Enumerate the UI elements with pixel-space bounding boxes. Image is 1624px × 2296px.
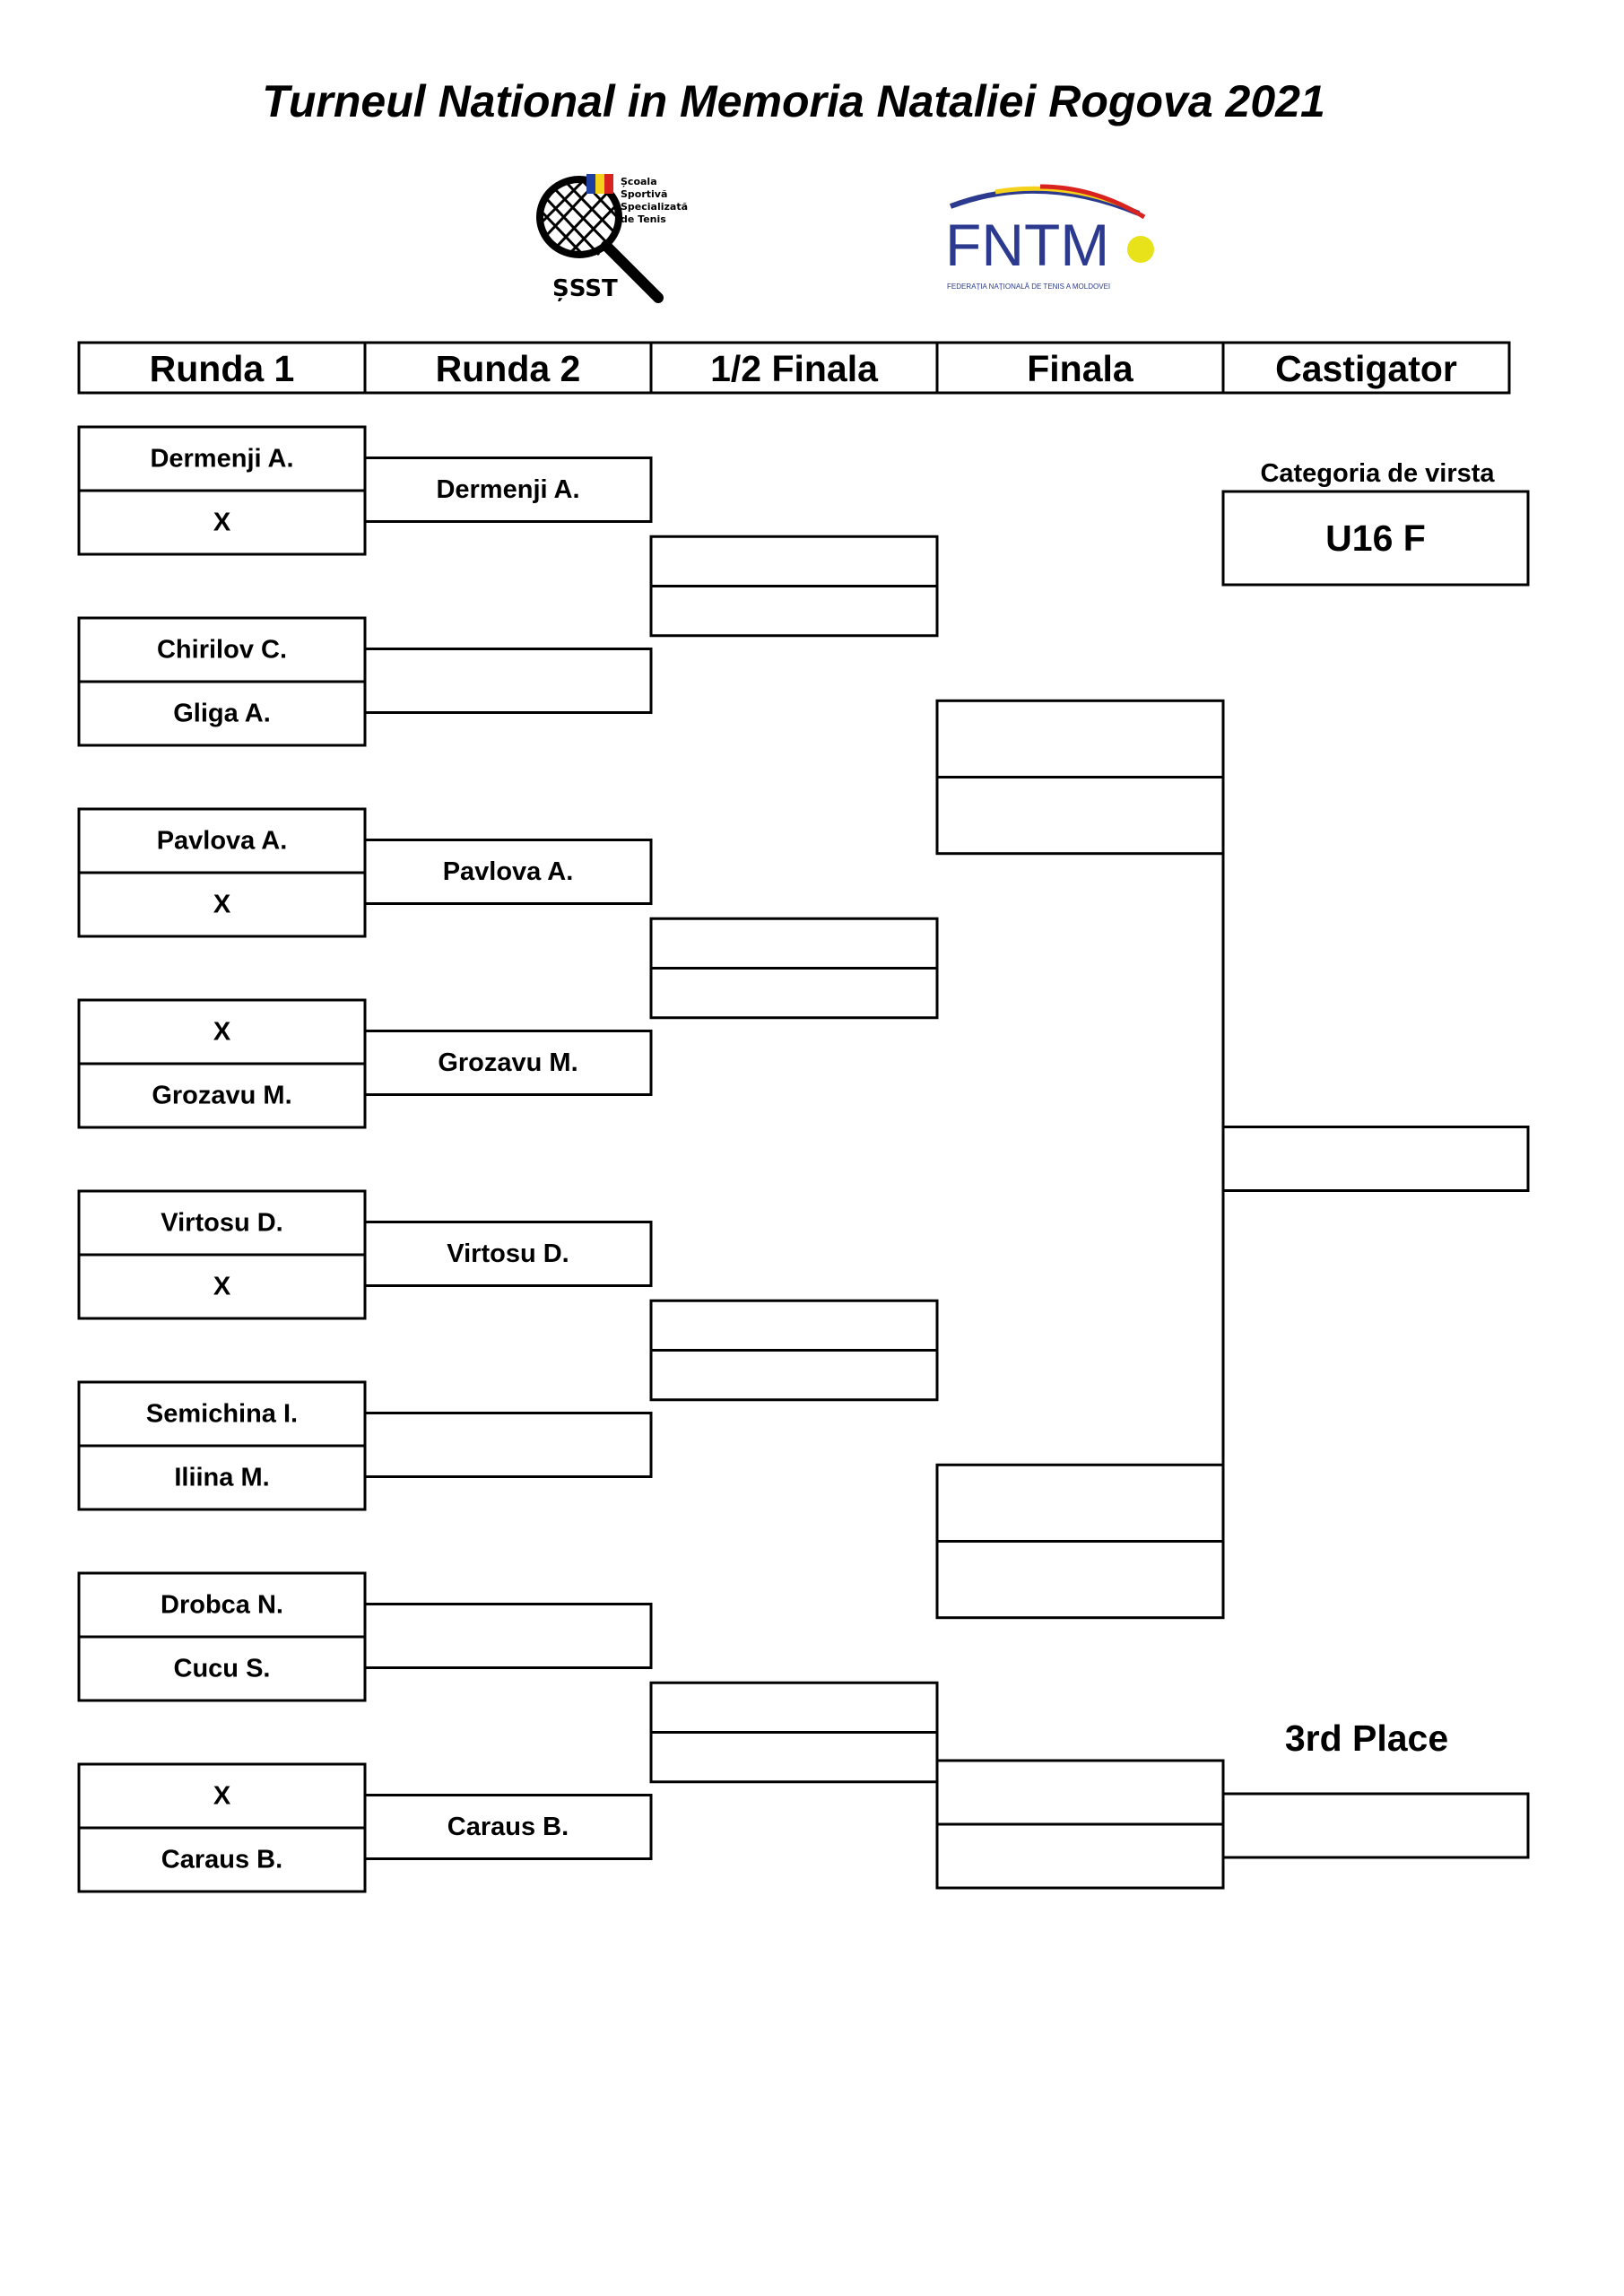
svg-text:Specializată: Specializată xyxy=(621,201,688,213)
semifinal-slot xyxy=(649,1349,939,1402)
round2-slot xyxy=(363,1412,653,1478)
round1-player: Drobca N. xyxy=(161,1591,283,1620)
round2-slot xyxy=(363,1603,653,1669)
round2-slot xyxy=(363,457,653,523)
fntm-logo-text: FNTM xyxy=(945,212,1109,278)
ssst-logo: Școala Sportivă Specializată de Tenis ȘS… xyxy=(536,174,688,303)
header-label: Runda 2 xyxy=(436,348,581,389)
category-value: U16 F xyxy=(1325,517,1426,559)
third-place-slot xyxy=(935,1759,1225,1826)
round1-player: Semichina I. xyxy=(146,1400,298,1429)
svg-text:Sportivă: Sportivă xyxy=(621,188,667,200)
round1-player: X xyxy=(213,891,231,919)
round2-slot xyxy=(363,1030,653,1096)
round2-slot xyxy=(363,648,653,714)
round1-player: Iliina M. xyxy=(174,1464,269,1492)
header-label: 1/2 Finala xyxy=(710,348,879,389)
round2-slot xyxy=(363,1794,653,1860)
header-label: Finala xyxy=(1027,348,1134,389)
round2-player: Caraus B. xyxy=(447,1813,569,1841)
header-label: Castigator xyxy=(1275,348,1457,389)
ssst-logo-text: ȘSST xyxy=(552,275,618,302)
semifinal-slot xyxy=(649,1681,939,1734)
round1-player: Pavlova A. xyxy=(157,827,288,856)
round1-player: Caraus B. xyxy=(161,1846,282,1874)
round1-player: X xyxy=(213,509,231,537)
page-title: Turneul National in Memoria Nataliei Rog… xyxy=(262,76,1325,126)
category-label: Categoria de virsta xyxy=(1260,459,1495,488)
round2-slot xyxy=(363,1221,653,1287)
semifinal-slot xyxy=(649,585,939,638)
header-cell xyxy=(1221,341,1511,395)
semifinal-slot xyxy=(649,917,939,970)
round1-player: Gliga A. xyxy=(173,700,271,728)
third-place-slot xyxy=(935,1822,1225,1890)
final-slot xyxy=(935,699,1225,778)
fntm-logo: FNTM FEDERAȚIA NAȚIONALĂ DE TENIS A MOLD… xyxy=(945,184,1154,291)
tennis-ball-icon xyxy=(1127,236,1154,263)
round2-player: Pavlova A. xyxy=(443,857,574,886)
round1-player: X xyxy=(213,1782,231,1811)
final-slot xyxy=(935,776,1225,856)
svg-text:de Tenis: de Tenis xyxy=(621,213,666,225)
third-place-winner-slot xyxy=(1221,1792,1530,1859)
round2-slot xyxy=(363,839,653,905)
round1-player: Cucu S. xyxy=(174,1655,271,1683)
round1-player: X xyxy=(213,1018,231,1047)
round1-player: Chirilov C. xyxy=(157,636,287,665)
round2-player: Dermenji A. xyxy=(436,475,579,504)
final-slot xyxy=(935,1463,1225,1544)
header-label: Runda 1 xyxy=(150,348,295,389)
round2-player: Virtosu D. xyxy=(447,1239,569,1268)
final-slot xyxy=(935,1540,1225,1620)
semifinal-slot xyxy=(649,1299,939,1352)
semifinal-slot xyxy=(649,535,939,587)
category-box xyxy=(1221,490,1530,587)
svg-text:FEDERAȚIA NAȚIONALĂ DE TENIS A: FEDERAȚIA NAȚIONALĂ DE TENIS A MOLDOVEI xyxy=(947,283,1110,291)
round1-player: Virtosu D. xyxy=(161,1209,282,1238)
third-place-label: 3rd Place xyxy=(1285,1718,1448,1759)
winner-slot xyxy=(1221,1126,1530,1192)
round2-player: Grozavu M. xyxy=(438,1048,578,1077)
round1-player: X xyxy=(213,1273,231,1301)
round1-player: Dermenji A. xyxy=(150,445,293,474)
svg-text:Școala: Școala xyxy=(621,176,657,187)
round1-player: Grozavu M. xyxy=(152,1082,291,1110)
semifinal-slot xyxy=(649,967,939,1020)
semifinal-slot xyxy=(649,1731,939,1784)
